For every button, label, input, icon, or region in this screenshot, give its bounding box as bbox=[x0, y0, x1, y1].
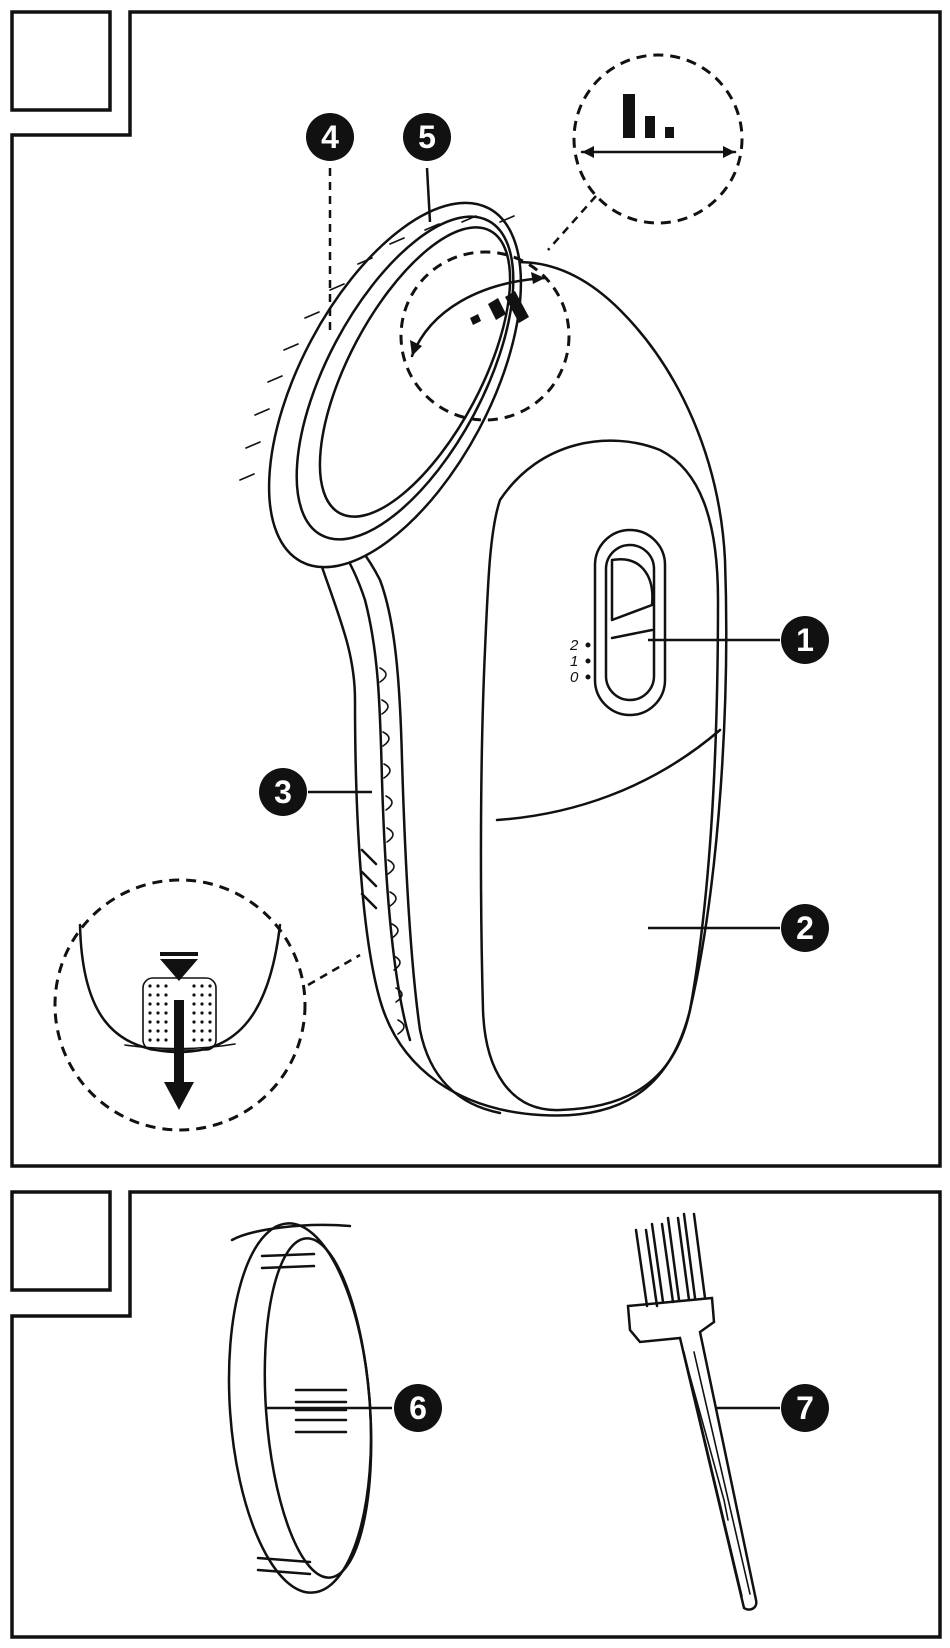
callout-6: 6 bbox=[394, 1384, 442, 1432]
container-removal-detail bbox=[55, 880, 360, 1130]
top-panel-label-box bbox=[12, 12, 110, 110]
callout-7: 7 bbox=[781, 1384, 829, 1432]
svg-text:6: 6 bbox=[409, 1390, 427, 1426]
callout-3: 3 bbox=[259, 768, 307, 816]
callout-2: 2 bbox=[781, 904, 829, 952]
svg-text:7: 7 bbox=[796, 1390, 814, 1426]
arrow-down-shaft bbox=[174, 1000, 184, 1085]
switch-scale-1: 1 bbox=[570, 653, 578, 670]
switch-scale-0: 0 bbox=[570, 669, 579, 686]
switch-scale-2: 2 bbox=[569, 637, 579, 654]
height-bar-mid-icon bbox=[645, 116, 655, 138]
cleaning-brush bbox=[628, 1214, 780, 1610]
arrow-down-icon bbox=[164, 1082, 194, 1110]
callout-5: 5 bbox=[403, 113, 451, 161]
callout-1: 1 bbox=[781, 616, 829, 664]
brush-bristles bbox=[636, 1214, 705, 1306]
spacer-ring bbox=[217, 1219, 392, 1598]
height-bar-low-icon bbox=[665, 127, 674, 138]
bottom-panel-label-box bbox=[12, 1192, 110, 1290]
svg-text:4: 4 bbox=[321, 119, 339, 155]
svg-text:3: 3 bbox=[274, 774, 292, 810]
svg-text:5: 5 bbox=[418, 119, 436, 155]
svg-text:2: 2 bbox=[796, 910, 814, 946]
height-bar-tall-icon bbox=[623, 94, 635, 138]
callout-4: 4 bbox=[306, 113, 354, 161]
svg-text:1: 1 bbox=[796, 622, 814, 658]
height-setting-detail bbox=[548, 55, 742, 250]
